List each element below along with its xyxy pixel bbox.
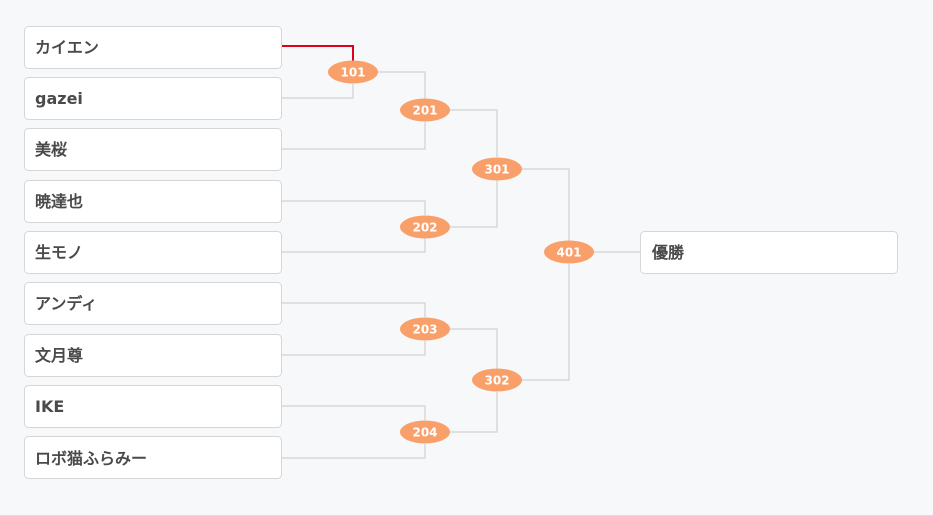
player-entry[interactable]: gazei (24, 77, 282, 120)
match-badge[interactable]: 401 (544, 240, 594, 264)
connector-line (450, 392, 498, 433)
connector-line (450, 328, 498, 369)
connector-line (450, 109, 498, 157)
connector-line (281, 341, 426, 356)
match-badge[interactable]: 203 (400, 317, 450, 341)
connector-line (281, 444, 426, 459)
match-badges: 101 201 202 203 204 301 302 401 (328, 60, 594, 444)
match-number: 302 (484, 374, 509, 388)
champion-label: 優勝 (651, 243, 685, 262)
connector-line (281, 405, 426, 420)
connector-line (522, 168, 570, 241)
player-entry[interactable]: アンディ (24, 282, 282, 325)
player-name: カイエン (35, 38, 99, 57)
match-badge[interactable]: 101 (328, 60, 378, 84)
connector-line (522, 264, 570, 381)
connector-line (281, 238, 426, 253)
player-name: 暁達也 (35, 192, 83, 211)
connector-line (281, 302, 426, 317)
player-name: IKE (35, 397, 64, 416)
match-badge[interactable]: 201 (400, 98, 450, 122)
player-name: gazei (35, 89, 83, 108)
champion-box[interactable]: 優勝 (640, 231, 898, 274)
connector-line (281, 122, 426, 150)
player-entry[interactable]: 暁達也 (24, 180, 282, 223)
player-name: 文月尊 (35, 346, 83, 365)
match-number: 202 (412, 221, 437, 235)
connector-line (378, 71, 426, 99)
player-entry[interactable]: 美桜 (24, 128, 282, 171)
player-name: アンディ (35, 294, 97, 313)
match-number: 204 (412, 426, 437, 440)
match-badge[interactable]: 204 (400, 420, 450, 444)
player-entry[interactable]: IKE (24, 385, 282, 428)
connector-lines (281, 45, 640, 459)
player-name: ロボ猫ふらみー (35, 449, 147, 468)
match-number: 301 (484, 163, 509, 177)
player-entry[interactable]: 生モノ (24, 231, 282, 274)
player-entry[interactable]: カイエン (24, 26, 282, 69)
match-number: 101 (340, 66, 365, 80)
player-name: 美桜 (35, 140, 67, 159)
player-boxes: カイエン gazei 美桜 暁達也 生モノ アンディ 文月尊 IKE (24, 26, 282, 479)
player-name: 生モノ (35, 243, 83, 262)
match-number: 201 (412, 104, 437, 118)
connector-line (450, 180, 498, 228)
player-entry[interactable]: ロボ猫ふらみー (24, 436, 282, 479)
match-badge[interactable]: 301 (472, 157, 522, 181)
winner-line (281, 45, 354, 61)
player-entry[interactable]: 文月尊 (24, 334, 282, 377)
match-number: 203 (412, 323, 437, 337)
match-number: 401 (556, 246, 581, 260)
connector-line (281, 84, 354, 99)
match-badge[interactable]: 302 (472, 368, 522, 392)
match-badge[interactable]: 202 (400, 215, 450, 239)
connector-line (281, 200, 426, 215)
